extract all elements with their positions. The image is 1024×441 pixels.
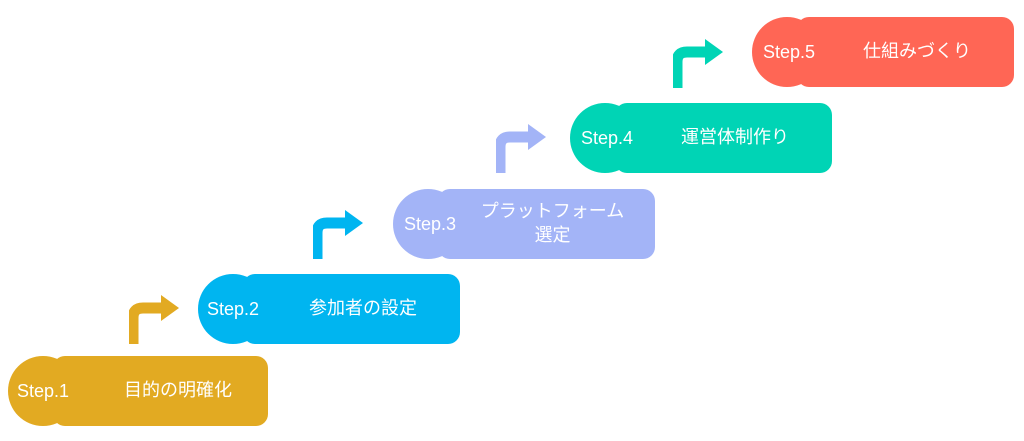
step-3-bar (438, 189, 655, 259)
step-1-title: 目的の明確化 (124, 380, 232, 401)
step-1-bar (53, 356, 268, 426)
step-4-title: 運営体制作り (681, 127, 789, 148)
bent-arrow-up-right-icon (313, 210, 363, 259)
step-1: Step.1 目的の明確化 (8, 356, 268, 426)
bent-arrow-up-right-icon (496, 124, 546, 173)
step-4: Step.4 運営体制作り (570, 103, 832, 173)
step-5-bar (797, 17, 1014, 87)
step-3-title: プラットフォーム 選定 (480, 201, 625, 246)
step-4-label: Step.4 (580, 128, 634, 148)
step-3: Step.3 プラットフォーム 選定 (393, 189, 655, 259)
step-5: Step.5 仕組みづくり (752, 17, 1014, 87)
step-1-label: Step.1 (16, 381, 70, 401)
bent-arrow-up-right-icon (673, 39, 723, 88)
step-2: Step.2 参加者の設定 (198, 274, 460, 344)
step-5-title: 仕組みづくり (863, 41, 971, 62)
bent-arrow-up-right-icon (129, 295, 179, 344)
step-2-bar (243, 274, 460, 344)
step-5-label: Step.5 (762, 42, 816, 62)
step-4-bar (615, 103, 832, 173)
step-2-title: 参加者の設定 (309, 298, 417, 319)
step-2-label: Step.2 (206, 299, 260, 319)
step-3-label: Step.3 (403, 214, 457, 234)
